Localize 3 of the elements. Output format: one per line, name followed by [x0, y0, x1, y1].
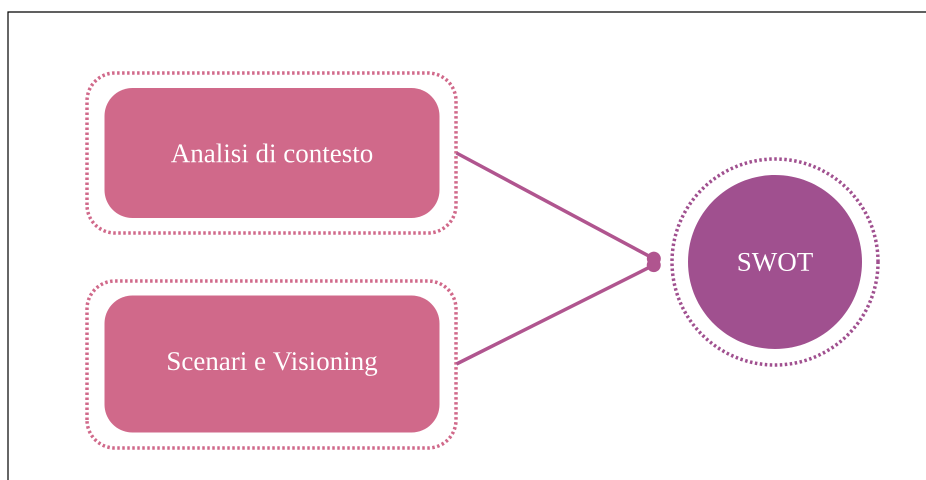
- circle-node: SWOT: [670, 157, 880, 367]
- process-box: Analisi di contesto: [85, 71, 458, 235]
- process-box: Scenari e Visioning: [85, 279, 458, 450]
